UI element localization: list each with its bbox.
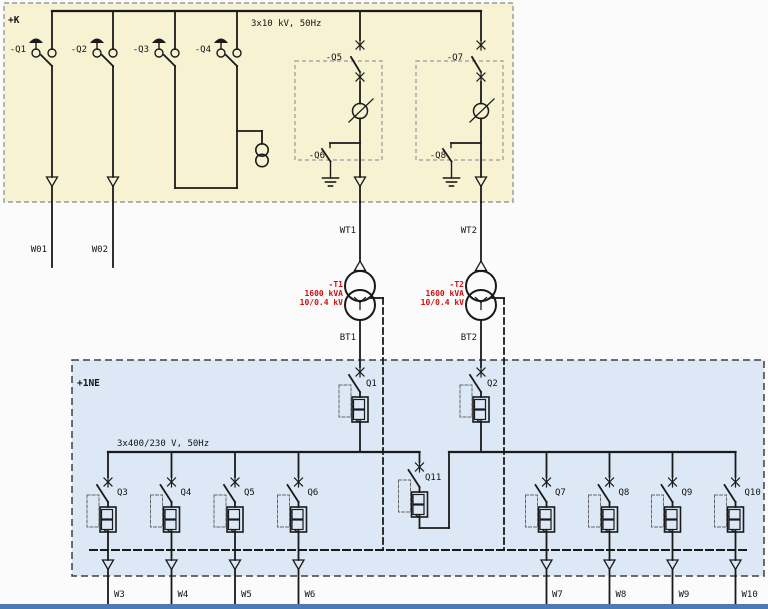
- label-t2-rating: 1600 kVA: [425, 289, 464, 298]
- lv-bus-label: 3x400/230 V, 50Hz: [117, 439, 209, 449]
- label-incomer-q2: Q2: [487, 379, 498, 389]
- label-cable-w3: W3: [114, 590, 125, 600]
- label-cable-w7: W7: [552, 590, 563, 600]
- mv-switch-q4: [213, 10, 242, 189]
- label-switch-q7: -Q7: [447, 53, 463, 63]
- mv-feeder1-enclosure: [294, 60, 383, 161]
- label-t1-rating: 1600 kVA: [304, 289, 343, 298]
- mv-switch-q2: [89, 10, 120, 268]
- label-switch-q5: -Q5: [326, 53, 342, 63]
- label-switch-q1: -Q1: [10, 45, 26, 55]
- lv-bus-tie-q11: [399, 451, 450, 529]
- label-breaker-q7: Q7: [555, 488, 566, 498]
- label-t1-tag: -T1: [329, 280, 344, 289]
- label-cable-w02: W02: [92, 245, 108, 255]
- mv-bus-label: 3x10 kV, 50Hz: [251, 19, 321, 29]
- label-switch-q3: -Q3: [133, 45, 149, 55]
- mv-metering-loop: [174, 130, 270, 189]
- bottom-window-strip: [0, 604, 768, 609]
- label-breaker-q3: Q3: [117, 488, 128, 498]
- label-t1-ratio: 10/0.4 kV: [300, 298, 344, 307]
- mv-compartment-box: [3, 2, 514, 203]
- label-cable-w01: W01: [31, 245, 47, 255]
- label-incomer-q1: Q1: [366, 379, 377, 389]
- label-cable-w8: W8: [616, 590, 627, 600]
- label-t2-ratio: 10/0.4 kV: [421, 298, 465, 307]
- circuit-graphics: [28, 9, 748, 609]
- lv-section-label: +1NE: [77, 378, 100, 389]
- label-breaker-q6: Q6: [308, 488, 319, 498]
- mv-switch-q1: [28, 10, 59, 268]
- label-breaker-q8: Q8: [619, 488, 630, 498]
- label-cable-w4: W4: [178, 590, 189, 600]
- label-bus-tie-q11: Q11: [425, 473, 441, 483]
- label-cable-w9: W9: [679, 590, 690, 600]
- label-breaker-q4: Q4: [181, 488, 192, 498]
- label-cable-wt2: WT2: [461, 226, 477, 236]
- label-cable-bt2: BT2: [461, 333, 477, 343]
- label-t2-tag: -T2: [450, 280, 465, 289]
- mv-feeder2-enclosure: [415, 60, 504, 161]
- label-earthing-switch-q6: -Q6: [309, 151, 325, 161]
- label-breaker-q5: Q5: [244, 488, 255, 498]
- label-earthing-switch-q8: -Q8: [430, 151, 446, 161]
- mv-section-label: +K: [8, 15, 20, 26]
- label-cable-bt1: BT1: [340, 333, 356, 343]
- label-breaker-q10: Q10: [745, 488, 761, 498]
- label-cable-wt1: WT1: [340, 226, 356, 236]
- label-cable-w10: W10: [742, 590, 758, 600]
- label-cable-w6: W6: [305, 590, 316, 600]
- label-switch-q2: -Q2: [71, 45, 87, 55]
- mv-switch-q3: [151, 10, 180, 189]
- label-breaker-q9: Q9: [682, 488, 693, 498]
- label-switch-q4: -Q4: [195, 45, 211, 55]
- label-cable-w5: W5: [241, 590, 252, 600]
